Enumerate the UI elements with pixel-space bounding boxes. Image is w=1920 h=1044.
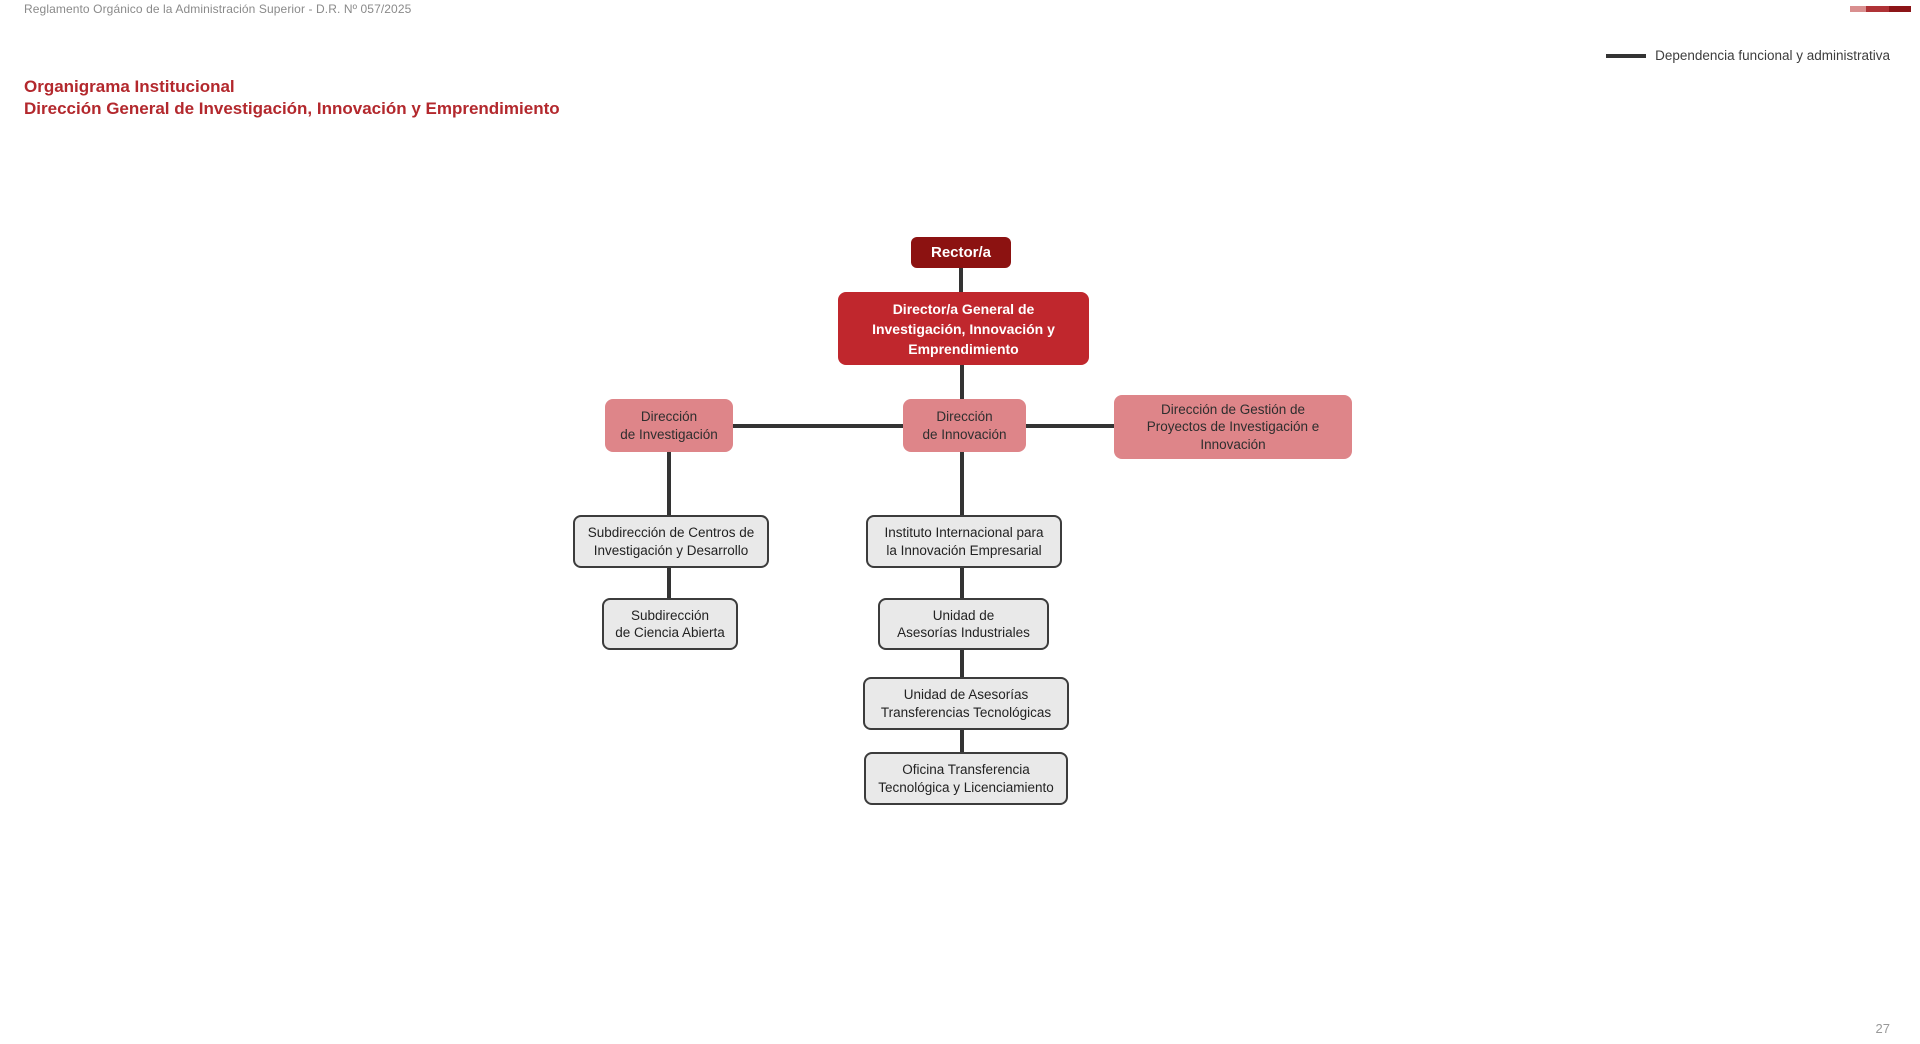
connector-transferencias-oficina	[960, 729, 964, 753]
page-title-line1: Organigrama Institucional	[24, 77, 235, 96]
page-number: 27	[1875, 1021, 1890, 1036]
connector-investigacion-innovacion	[732, 424, 904, 428]
legend-line-swatch	[1606, 53, 1647, 58]
page-title: Organigrama Institucional Dirección Gene…	[24, 76, 560, 120]
brand-bar-segment-mid	[1866, 6, 1889, 12]
connector-innovacion-gestion	[1025, 424, 1115, 428]
connector-instituto-asesorias	[960, 567, 964, 599]
page-title-line2: Dirección General de Investigación, Inno…	[24, 99, 560, 118]
legend: Dependencia funcional y administrativa	[1606, 48, 1890, 63]
connector-director-innovacion	[960, 364, 964, 400]
connector-innovacion-instituto	[960, 451, 964, 516]
document-reference: Reglamento Orgánico de la Administración…	[24, 2, 412, 16]
legend-label: Dependencia funcional y administrativa	[1655, 48, 1890, 63]
org-node-rector: Rector/a	[911, 237, 1011, 268]
connector-asesorias-transferencias	[960, 649, 964, 678]
connector-investigacion-subcentros	[667, 451, 671, 516]
brand-bar-segment-dark	[1889, 6, 1911, 12]
corner-brand-bar	[1850, 6, 1911, 12]
connector-rector-director	[959, 267, 963, 293]
brand-bar-segment-light	[1850, 6, 1866, 12]
connector-subcentros-cienciaabierta	[667, 567, 671, 599]
